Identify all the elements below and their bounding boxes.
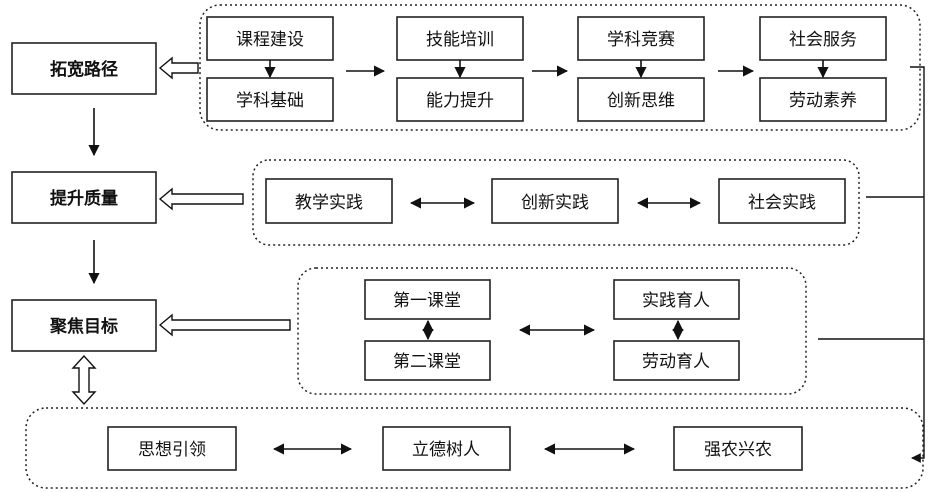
broaden-paths-label: 拓宽路径 xyxy=(50,59,118,80)
row2-item1-box xyxy=(265,178,393,224)
row4-item3-box xyxy=(673,426,803,471)
row2-item2-box xyxy=(491,178,619,224)
focus-goal-label: 聚焦目标 xyxy=(49,316,118,337)
row1-pair4-bottom-label: 劳动素养 xyxy=(789,91,857,111)
row4-item2-box xyxy=(382,426,511,471)
row4-item1-box xyxy=(107,426,237,471)
row3-right-top-box xyxy=(613,279,740,320)
improve-quality-label: 提升质量 xyxy=(50,188,118,209)
row1-pair3-top-label: 学科竞赛 xyxy=(607,29,675,50)
focus-goal-box xyxy=(11,299,157,352)
row2-item1-label: 教学实践 xyxy=(295,193,363,213)
group-focus-container xyxy=(297,267,807,395)
row2-item3-label: 社会实践 xyxy=(748,193,816,213)
row1-pair1-bottom-label: 学科基础 xyxy=(236,91,304,111)
hollow-arrow-focus-icon xyxy=(158,313,291,337)
row3-right-bottom-label: 劳动育人 xyxy=(642,352,710,372)
row1-pair2-top-box xyxy=(396,16,524,61)
row3-right-bottom-box xyxy=(613,340,740,381)
row4-item3-label: 强农兴农 xyxy=(704,440,772,460)
row1-pair3-bottom-label: 创新思维 xyxy=(607,91,675,111)
row2-item3-box xyxy=(718,178,846,224)
hollow-arrow-quality-icon xyxy=(158,187,244,211)
row1-pair1-bottom-box xyxy=(206,77,334,122)
improve-quality-box xyxy=(11,171,157,224)
row1-pair4-bottom-box xyxy=(759,77,887,122)
row4-item1-label: 思想引领 xyxy=(138,440,206,460)
row1-pair2-bottom-label: 能力提升 xyxy=(426,91,494,111)
right-bracket-connector xyxy=(910,66,925,463)
row1-pair4-top-label: 社会服务 xyxy=(789,30,857,50)
row3-left-top-label: 第一课堂 xyxy=(393,291,461,311)
broaden-paths-box xyxy=(11,42,157,95)
row3-left-bottom-box xyxy=(364,340,491,381)
row1-pair3-top-box xyxy=(577,16,705,61)
row1-pair1-top-label: 课程建设 xyxy=(236,30,304,50)
row2-item2-label: 创新实践 xyxy=(521,193,589,213)
hollow-arrow-broaden-icon xyxy=(158,56,199,80)
row1-pair1-top-box xyxy=(206,16,334,61)
group-quality-container xyxy=(252,159,860,246)
double-hollow-arrow-icon xyxy=(71,354,97,406)
row1-pair2-top-label: 技能培训 xyxy=(426,30,494,50)
row4-item2-label: 立德树人 xyxy=(412,440,480,460)
row3-right-top-label: 实践育人 xyxy=(642,291,710,311)
row1-pair4-top-box xyxy=(759,16,887,61)
row3-left-bottom-label: 第二课堂 xyxy=(393,352,461,372)
row3-left-top-box xyxy=(364,279,491,320)
group-broaden-container xyxy=(199,4,921,131)
